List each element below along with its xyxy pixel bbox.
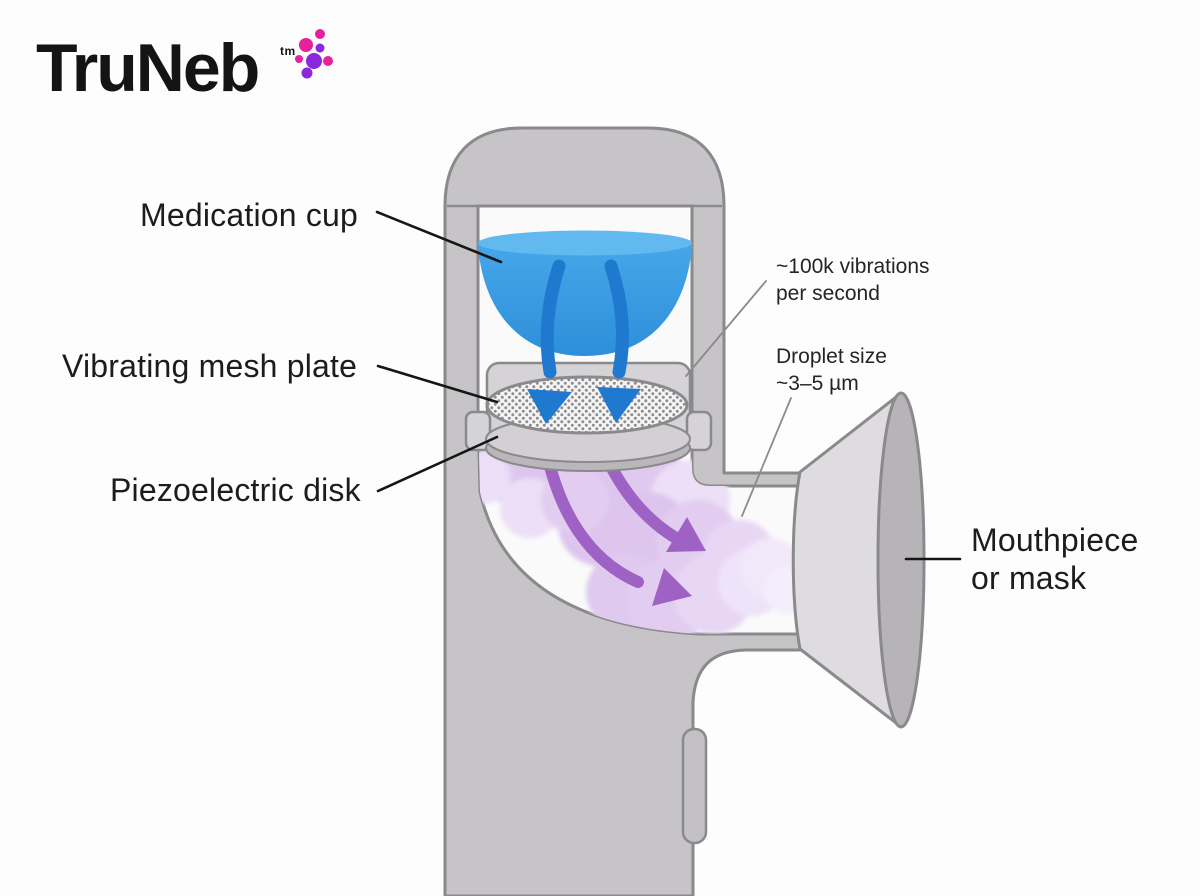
medication-cup-leader xyxy=(375,210,503,264)
mouthpiece-cone xyxy=(791,391,926,729)
leader-lines xyxy=(375,210,962,561)
droplet-note-leader xyxy=(741,397,792,517)
medication-liquid xyxy=(478,230,692,356)
note-droplet-line1: Droplet size xyxy=(776,345,887,368)
brand-logo: TruNeb xyxy=(36,30,260,106)
note-vibration-line1: ~100k vibrations xyxy=(776,255,930,278)
label-mouthpiece: Mouthpiece or mask xyxy=(971,521,1138,597)
power-button xyxy=(681,727,708,845)
vibration-note-leader xyxy=(685,280,767,377)
label-piezoelectric-disk: Piezoelectric disk xyxy=(110,472,361,508)
note-droplet-size: Droplet size ~3–5 µm xyxy=(776,343,887,397)
label-mouthpiece-line2: or mask xyxy=(971,560,1087,596)
label-medication-cup: Medication cup xyxy=(140,197,359,233)
liquid-flow-arrows xyxy=(527,259,641,424)
mesh-plate-leader xyxy=(376,364,499,404)
brand-trademark: tm xyxy=(280,44,296,58)
label-mouthpiece-line1: Mouthpiece xyxy=(971,522,1139,558)
logo-dots-icon xyxy=(295,29,333,79)
note-droplet-line2: ~3–5 µm xyxy=(776,372,859,395)
mesh-assembly xyxy=(464,361,713,472)
vibrating-mesh-plate xyxy=(485,375,689,435)
note-vibration-rate: ~100k vibrations per second xyxy=(776,253,930,307)
note-vibration-line2: per second xyxy=(776,282,880,305)
piezo-disk-leader xyxy=(376,435,499,493)
label-vibrating-mesh-plate: Vibrating mesh plate xyxy=(62,348,358,384)
